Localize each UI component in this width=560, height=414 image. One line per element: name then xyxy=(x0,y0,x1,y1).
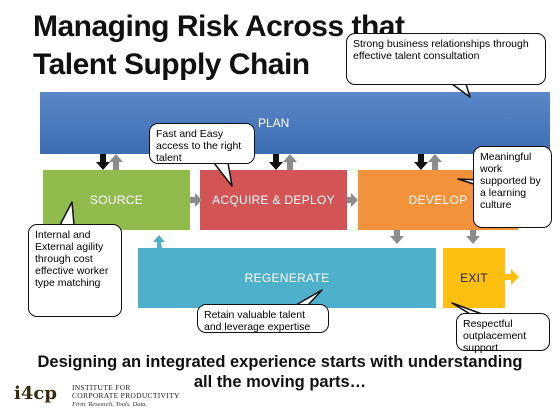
regenerate-label: REGENERATE xyxy=(244,271,330,285)
acquire-deploy-label: ACQUIRE & DEPLOY xyxy=(212,193,335,207)
logo-name-line-1: INSTITUTE FOR xyxy=(72,383,131,392)
callout-relationships: Strong business relationships through ef… xyxy=(346,33,546,85)
logo-name: INSTITUTE FOR CORPORATE PRODUCTIVITY xyxy=(72,384,180,400)
callout-tail xyxy=(451,302,483,315)
plan-label: PLAN xyxy=(258,116,290,130)
logo-name-line-2: CORPORATE PRODUCTIVITY xyxy=(72,391,180,400)
title-line-2: Talent Supply Chain xyxy=(33,48,310,81)
down-arrow-icon xyxy=(466,230,480,244)
develop-label: DEVELOP xyxy=(408,193,468,207)
callout-outplacement: Respectful outplacement support xyxy=(456,313,550,354)
down-arrow-icon xyxy=(96,154,110,170)
right-arrow-icon xyxy=(347,193,358,207)
footer-line-1: Designing an integrated experience start… xyxy=(37,353,523,371)
callout-access: Fast and Easy access to the right talent xyxy=(149,123,255,164)
callout-learning: Meaningful work supported by a learning … xyxy=(473,146,552,228)
callout-tail xyxy=(213,162,233,187)
right-arrow-icon xyxy=(190,193,202,207)
callout-tail xyxy=(295,289,323,306)
title-line-1: Managing Risk Across that xyxy=(33,10,405,43)
i4cp-logo: i4cp xyxy=(14,383,57,404)
plan-box xyxy=(40,92,550,154)
down-arrow-icon xyxy=(390,230,404,244)
regenerate-box: REGENERATE xyxy=(138,248,436,308)
exit-box: EXIT xyxy=(443,248,505,308)
acquire-deploy-box: ACQUIRE & DEPLOY xyxy=(200,170,347,230)
footer-line-2: all the moving parts… xyxy=(193,373,367,391)
up-arrow-icon xyxy=(283,154,297,170)
exit-label: EXIT xyxy=(460,271,488,285)
down-arrow-icon xyxy=(269,154,283,170)
up-arrow-icon xyxy=(428,154,442,170)
callout-tail xyxy=(451,83,471,98)
exit-arrow-icon xyxy=(505,269,519,285)
up-arrow-icon xyxy=(109,154,123,170)
down-arrow-icon xyxy=(414,154,428,170)
up-arrow-icon xyxy=(153,235,165,248)
callout-retain: Retain valuable talent and leverage expe… xyxy=(197,304,329,333)
source-label: SOURCE xyxy=(89,193,144,207)
callout-agility: Internal and External agility through co… xyxy=(28,224,122,317)
logo-tagline: Firm. Research. Tools. Data. xyxy=(72,401,148,408)
callout-tail xyxy=(59,201,75,226)
logo-mark: i4cp xyxy=(14,383,57,404)
slide-title: Managing Risk Across that Talent Supply … xyxy=(33,8,453,84)
